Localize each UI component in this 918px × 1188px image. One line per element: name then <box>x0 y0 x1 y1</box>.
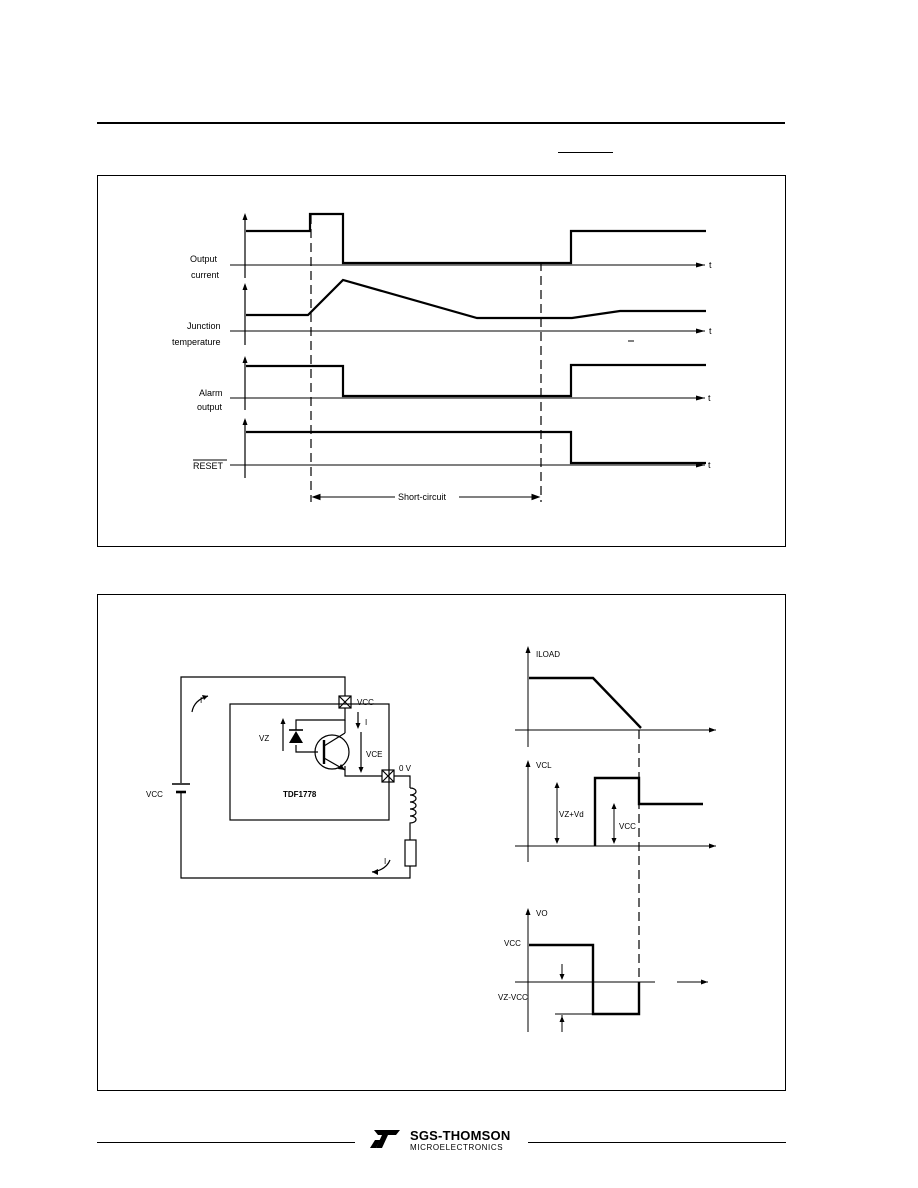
label-t-4: t <box>708 460 711 470</box>
footer-rule-left <box>97 1142 355 1143</box>
outer-loop-wire <box>180 676 346 783</box>
label-alarm-output-1: Alarm <box>199 388 223 398</box>
waveform-output-current <box>246 212 706 265</box>
label-iload: ILOAD <box>536 650 560 659</box>
label-vz: VZ <box>259 734 269 743</box>
label-alarm-output-2: output <box>197 402 223 412</box>
label-vo: VO <box>536 909 548 918</box>
waveform-junction-temp <box>246 278 706 320</box>
transistor <box>314 734 350 770</box>
inductor <box>409 787 417 836</box>
load-resistor <box>404 839 417 867</box>
arrow-y4 <box>242 418 248 425</box>
wire-out-to-load <box>394 775 411 788</box>
label-reset: RESET <box>193 461 224 471</box>
label-t-3: t <box>708 393 711 403</box>
wire-collector <box>295 708 346 730</box>
st-logo-icon <box>370 1130 400 1148</box>
waveform-reset <box>246 430 706 465</box>
short-circuit-arrow-left <box>311 493 321 501</box>
label-vz-minus-vcc: VZ-VCC <box>498 993 528 1002</box>
figure-2-panel <box>97 594 786 1091</box>
label-junction-temp-1: Junction <box>187 321 221 331</box>
label-vcc-left: VCC <box>146 790 163 799</box>
outer-loop-bottom-wire <box>180 793 411 879</box>
footer-brand: SGS-THOMSON MICROELECTRONICS <box>368 1126 528 1156</box>
arrow-t3 <box>696 395 705 401</box>
waveform-vcl <box>593 776 703 846</box>
label-t-1: t <box>709 260 712 270</box>
current-arrow-bottom <box>371 859 391 873</box>
chip-box <box>229 703 390 821</box>
arrow-y3 <box>242 356 248 363</box>
waveform-alarm-output <box>246 363 706 398</box>
wire-zener-bottom <box>295 745 318 753</box>
label-short-circuit: Short-circuit <box>398 492 447 502</box>
waveform-vo <box>529 943 641 1016</box>
label-vz-vd: VZ+Vd <box>559 810 584 819</box>
label-t-2: t <box>709 326 712 336</box>
header-rule <box>97 122 785 124</box>
arrow-y1 <box>242 213 248 220</box>
arrow-t1 <box>696 262 705 268</box>
zener-diode <box>289 731 303 743</box>
label-chip: TDF1778 <box>283 790 317 799</box>
arrow-t2 <box>696 328 705 334</box>
waveform-iload <box>529 676 642 729</box>
label-vcc-level: VCC <box>504 939 521 948</box>
wire-emitter <box>344 766 382 777</box>
label-output-current-2: current <box>191 270 220 280</box>
label-i-top: I <box>200 696 202 705</box>
label-vce: VCE <box>366 750 382 759</box>
arrow-y2 <box>242 283 248 290</box>
short-circuit-arrow-right <box>531 493 541 501</box>
brand-subtitle: MICROELECTRONICS <box>410 1143 504 1152</box>
label-0v: 0 V <box>399 764 412 773</box>
overline-mark <box>558 152 613 153</box>
brand-name: SGS-THOMSON <box>410 1128 511 1143</box>
label-junction-temp-2: temperature <box>172 337 221 347</box>
label-vcc-top: VCC <box>357 698 374 707</box>
label-output-current-1: Output <box>190 254 218 264</box>
label-i-vcc: I <box>365 718 367 727</box>
footer-rule-right <box>528 1142 786 1143</box>
figure-1-panel <box>97 175 786 547</box>
label-vcc-right: VCC <box>619 822 636 831</box>
label-vcl: VCL <box>536 761 552 770</box>
label-i-bottom: I <box>384 857 386 866</box>
